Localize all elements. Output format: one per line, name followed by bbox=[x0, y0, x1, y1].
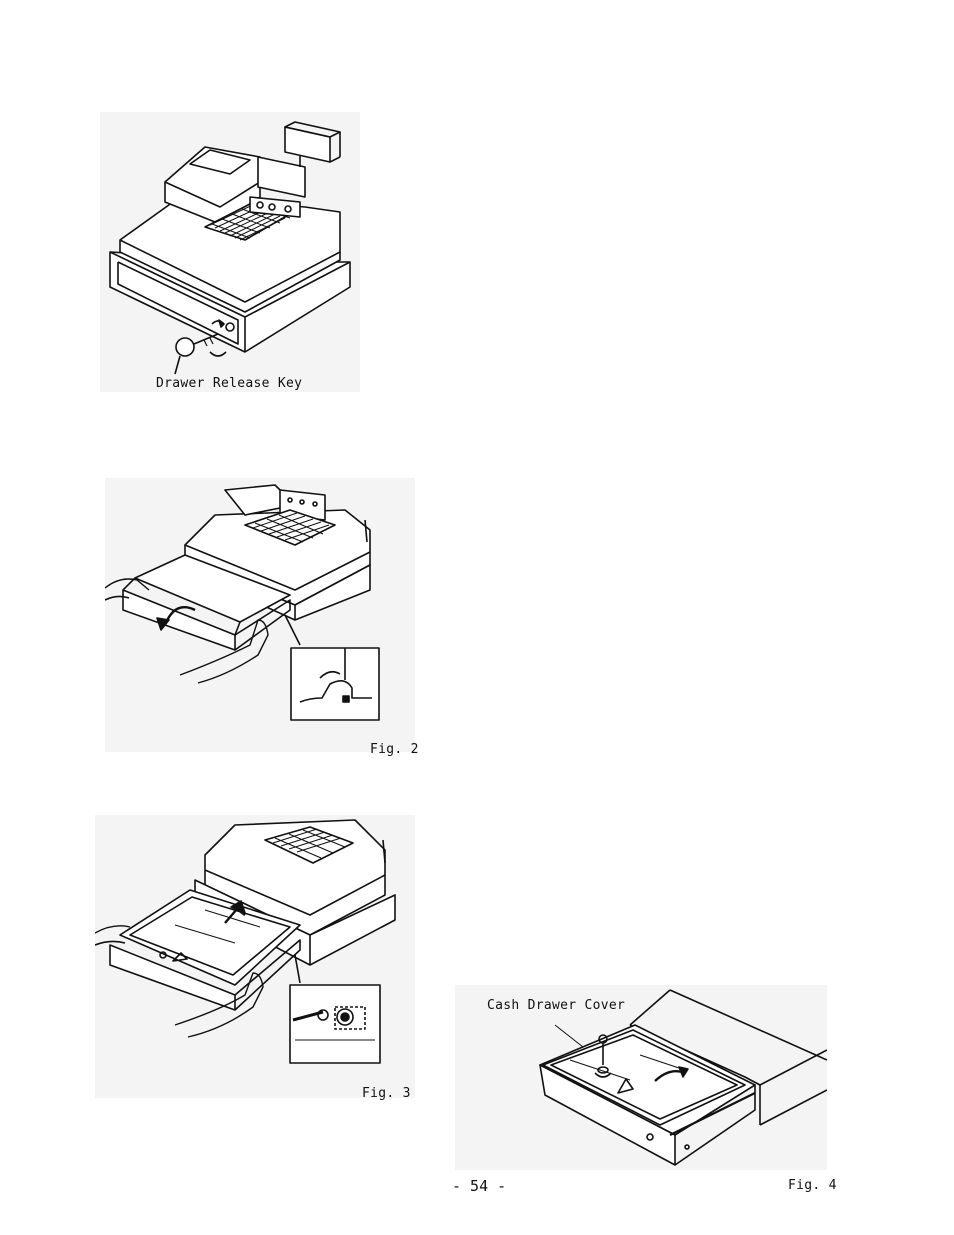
figure-2-label: Fig. 2 bbox=[370, 742, 419, 757]
page-number: - 54 - bbox=[452, 1177, 506, 1195]
cash-register-icon bbox=[100, 112, 360, 392]
drawer-removal-icon bbox=[105, 470, 415, 752]
drawer-removal-cover-icon bbox=[95, 815, 415, 1098]
cash-drawer-cover-label: Cash Drawer Cover bbox=[487, 998, 625, 1013]
figure-3-label: Fig. 3 bbox=[362, 1086, 411, 1101]
figure-4-label: Fig. 4 bbox=[788, 1178, 837, 1193]
drawer-release-key-label: Drawer Release Key bbox=[156, 376, 302, 391]
figure-3-drawer-cover-illustration bbox=[95, 815, 415, 1098]
figure-1-register-illustration bbox=[100, 112, 360, 392]
figure-2-drawer-removal-illustration bbox=[105, 470, 415, 752]
